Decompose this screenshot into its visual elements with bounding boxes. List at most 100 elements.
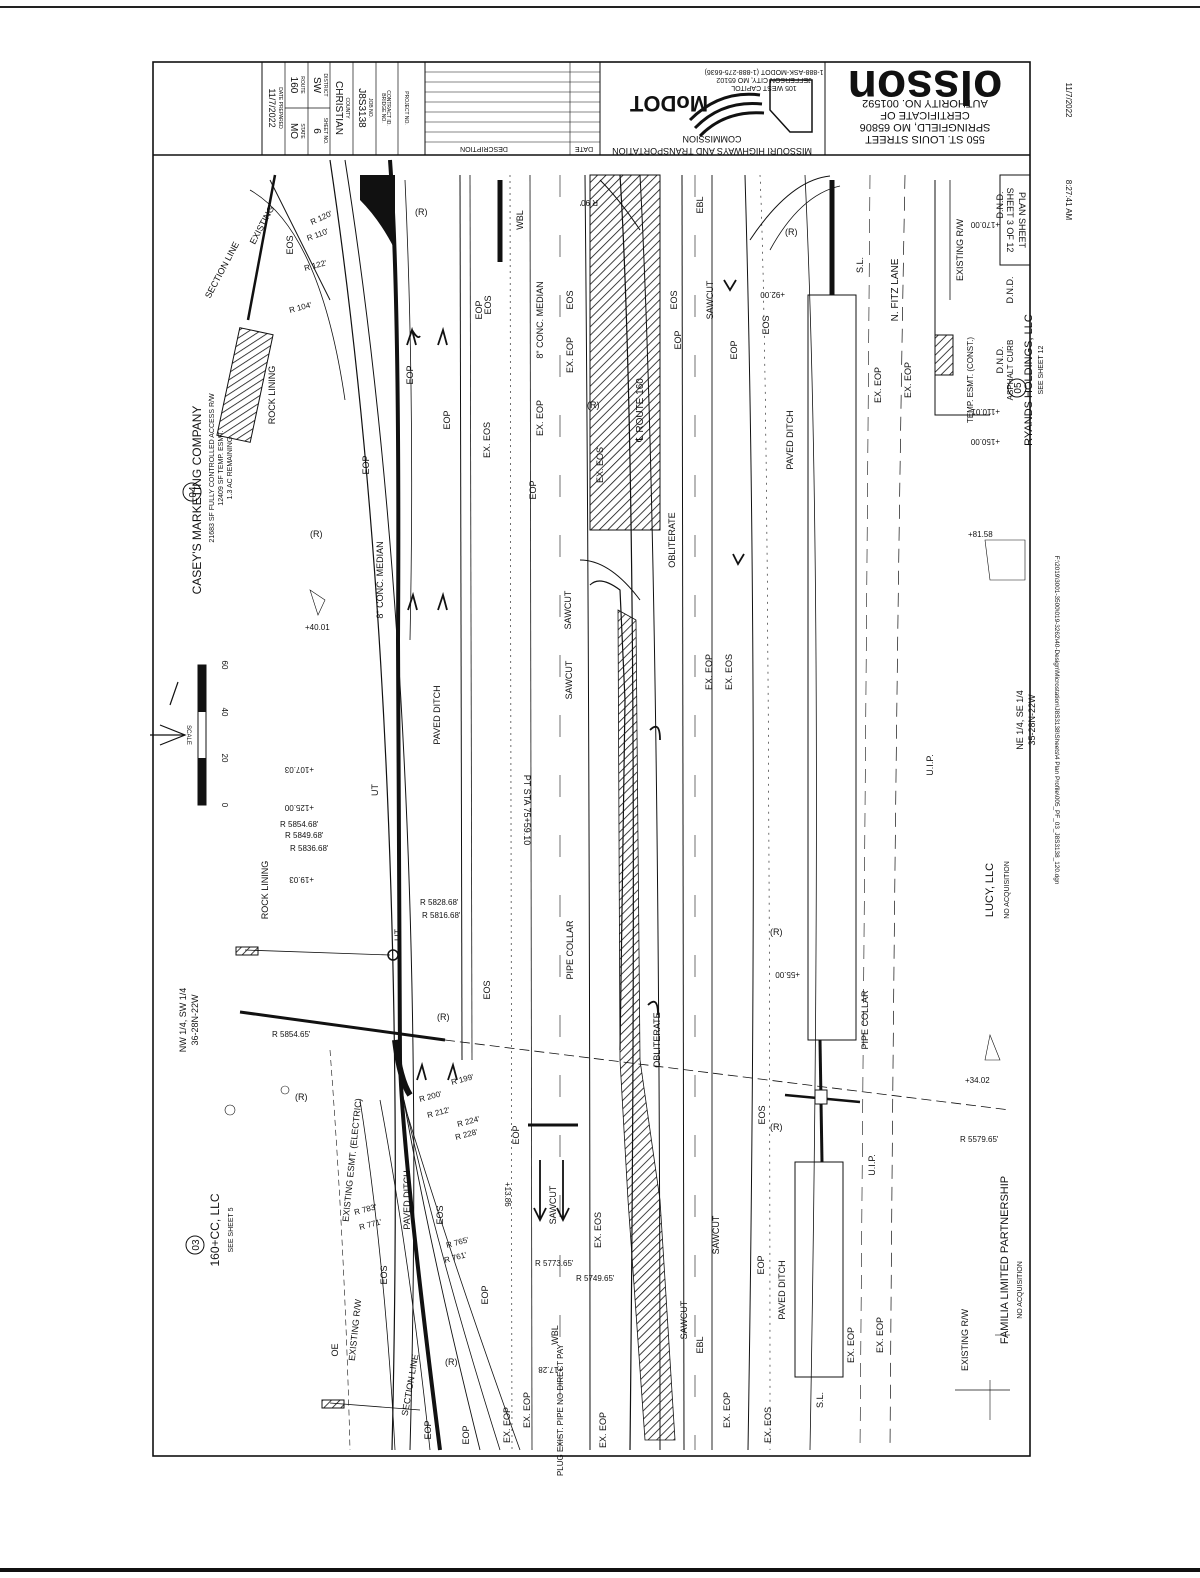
existing-esmt-label: EXISTING ESMT. (ELECTRIC) [341,1098,364,1222]
plug-pipe-label: PLUG EXIST. PIPE NO DIRECT PAY [556,1343,565,1476]
lucy-owner: LUCY, LLC [984,863,996,917]
ex-eos-label-1: EX. EOS [593,1212,603,1248]
radius-9: R 5579.65' [960,1135,999,1144]
ut-label-2: UT [370,784,380,796]
section-ne-1: NE 1/4, SE 1/4 [1015,690,1025,750]
route-value: 160 [288,77,299,94]
firm-certificate: CERTIFICATE OF [880,109,970,121]
radius-19: R 783' [353,1202,378,1217]
station-9: +107.03 [284,765,314,774]
familia-owner: FAMILIA LIMITED PARTNERSHIP [999,1176,1011,1344]
paved-ditch-east-south [794,1161,844,1378]
paved-ditch-label-sw: PAVED DITCH [402,1170,412,1229]
parcel-03-id: 03 [191,1239,202,1251]
fitz-lane-label: N. FITZ LANE [890,258,901,321]
eop-label-8: EOP [756,1255,766,1274]
state-value: MO [288,123,299,139]
contract-label: CONTRACT ID. [385,90,391,125]
ex-eos-label-3: EX. EOS [482,422,492,458]
eos-label-2: EOS [483,295,493,314]
sawcut-label-4: SAWCUT [548,1185,558,1224]
parcel-04-owner: CASEY'S MARKETING COMPANY [190,406,204,595]
parcel-03-note: SEE SHEET 5 [228,1207,235,1252]
eop-label-4: EOP [474,300,484,319]
scale-tick-0: 0 [220,803,229,808]
obliterate-hatch-north [589,174,661,531]
radius-16: R 212' [426,1105,451,1120]
north-ramp-hatch [360,175,395,250]
parcel-04-note-2: 12409 SF TEMP. ESMT. [218,430,225,505]
ex-eop-label-1: EX. EOP [704,654,714,690]
temp-esmt-label: TEMP. ESMT. (CONST.) [966,337,975,423]
parcel-03-owner: 160+CC, LLC [208,1193,222,1266]
page-bottom-rule [0,1568,1200,1572]
sawcut-label-1: SAWCUT [563,590,573,629]
ex-eop-label-7: EX. EOP [846,1327,856,1363]
uip-label-south: U.I.P. [867,1154,877,1175]
eop-label-3: EOP [442,410,452,429]
title-block: olsson 550 ST. LOUIS STREET SPRINGFIELD,… [261,60,1031,156]
modot-phone: 1-888-ASK-MODOT (1-888-275-6636) [705,68,824,75]
station-10: +125.00 [284,803,314,812]
eos-label-5: EOS [761,315,771,334]
ex-eop-label-6: EX. EOP [875,1317,885,1353]
dnd-label-2: D.N.D. [1005,277,1015,304]
ebl-label-north: EBL [695,196,705,213]
wbl-label-south: WBL [550,1325,560,1345]
sawcut-label-5: SAWCUT [679,1300,689,1339]
ex-eos-label-5: EX. EOS [763,1407,773,1443]
eop-label-12: EOP [461,1425,471,1444]
radius-5: R 5816.68' [422,911,461,920]
eos-label-8: EOS [435,1205,445,1224]
ex-eop-label-5: EX. EOP [903,362,913,398]
radius-14: R 199' [450,1072,475,1087]
modot-address: 105 WEST CAPITOL [731,84,797,91]
radius-11: R 110' [306,227,330,243]
revision-date-header: DATE [575,145,593,152]
bridge-label: BRIDGE NO. [380,93,386,122]
sl-label-north: S.L. [855,257,865,273]
eop-label-9: EOP [480,1285,490,1304]
route-label: ROUTE [299,76,305,94]
station-11: +170.00 [970,220,1000,229]
job-label: JOB NO. [367,98,373,118]
station-7: +13.86 [503,1182,512,1207]
ex-eop-label-4: EX. EOP [873,367,883,403]
station-6: +17.28 [538,1365,563,1374]
parcel-05-note: SEE SHEET 12 [1038,345,1045,394]
asphalt-curb-hatch [934,334,954,376]
radius-3: R 5836.68' [290,844,329,853]
radius-17: R 224' [456,1114,481,1129]
scale-tick-60: 60 [220,661,229,670]
obliterate-hatch-south [617,609,676,1441]
revision-description-header: DESCRIPTION [460,145,508,152]
obliterate-label-south: OBLITERATE [652,1012,662,1067]
firm-city: SPRINGFIELD, MO 65806 [860,121,991,133]
firm-authority: AUTHORITY NO. 001592 [862,97,988,109]
radius-21: R 765' [445,1235,470,1250]
rock-lining-hatch [216,327,274,443]
ebl-label-south: EBL [695,1336,705,1353]
station-8: +19.03 [289,875,314,884]
station-13: +150.00 [970,437,1000,446]
ex-eop-label-11: EX. EOP [598,1412,608,1448]
scale-bar: 0 20 40 60 SCALE [185,661,229,808]
conc-median-label-south: 8" CONC. MEDIAN [375,541,385,618]
pipe-collar-label-west: PIPE COLLAR [565,920,575,980]
parcel-04: 04 CASEY'S MARKETING COMPANY 21683 SF FU… [182,393,234,595]
north-arrow-icon [150,681,187,746]
dnd-label-1: D.N.D. [995,192,1005,219]
parcel-04-note-3: 1.3 AC REMAINING [227,437,234,500]
radius-23: R 90' [579,198,598,207]
date-prepared-label: DATE PREPARED [277,87,283,129]
paved-ditch-label-west: PAVED DITCH [432,685,442,744]
sheet-no-label: SHEET NO. [322,118,328,145]
scale-tick-20: 20 [220,754,229,763]
radius-4: R 5828.68' [420,898,459,907]
pipe-crossing [444,1039,1011,1111]
parcel-05-owner: RYANDS HOLDINGS, LLC [1023,314,1035,446]
existing-rw-label-west: EXISTING R/W [347,1298,363,1361]
eos-label-4: EOS [669,290,679,309]
eop-label-1: EOP [361,455,371,474]
